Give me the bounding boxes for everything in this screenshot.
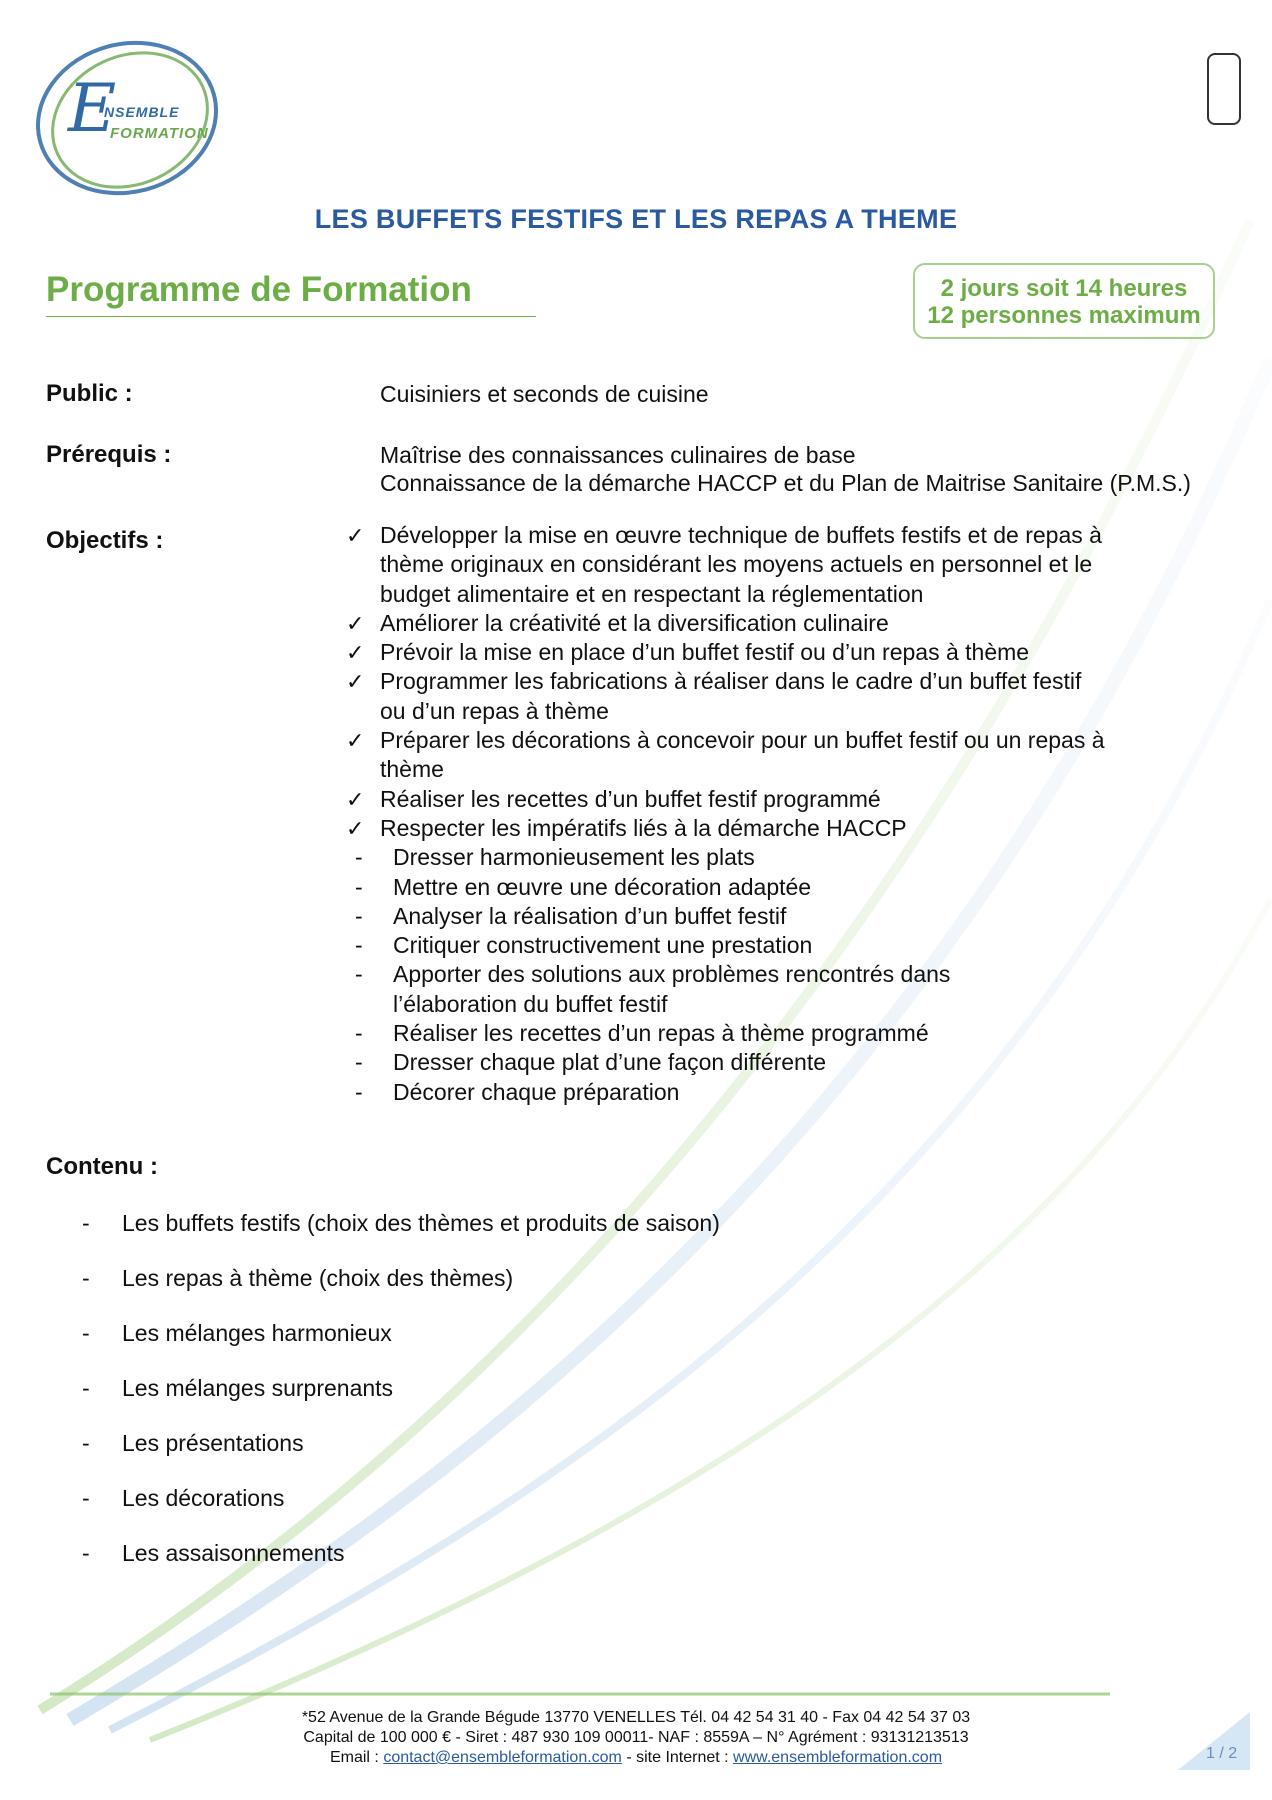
contenu-list: - Les buffets festifs (choix des thèmes e…	[82, 1210, 720, 1595]
sub-item-text: Dresser chaque plat d’une façon différen…	[393, 1049, 827, 1076]
sub-item: - Apporter des solutions aux problèmes r…	[340, 960, 1140, 1019]
footer-contact: Email : contact@ensembleformation.com - …	[0, 1748, 1272, 1768]
dash-bullet: -	[82, 1485, 90, 1511]
dash-bullet: -	[355, 1078, 363, 1105]
objectif-item: ✓ Réaliser les recettes d’un buffet fest…	[340, 785, 1140, 814]
duration-badge: 2 jours soit 14 heures 12 personnes maxi…	[913, 263, 1215, 339]
objectif-text: Prévoir la mise en place d’un buffet fes…	[380, 639, 1030, 666]
contenu-item: - Les buffets festifs (choix des thèmes e…	[82, 1210, 720, 1265]
check-icon: ✓	[346, 815, 365, 841]
website-link[interactable]: www.ensembleformation.com	[733, 1749, 943, 1766]
public-label: Public :	[46, 380, 133, 407]
objectif-text: Réaliser les recettes d’un buffet festif…	[380, 785, 881, 812]
dash-bullet: -	[355, 1020, 363, 1047]
sub-item-text: Réaliser les recettes d’un repas à thème…	[393, 1020, 929, 1047]
footer-email-label: Email :	[329, 1749, 384, 1766]
contenu-item: - Les mélanges surprenants	[82, 1375, 720, 1430]
sub-item: - Mettre en œuvre une décoration adaptée	[340, 873, 1140, 902]
public-value: Cuisiniers et seconds de cuisine	[380, 381, 709, 407]
dash-bullet: -	[355, 1049, 363, 1076]
contenu-item: - Les décorations	[82, 1485, 720, 1540]
objectif-text: Améliorer la créativité et la diversific…	[380, 609, 889, 636]
page-number: 1 / 2	[1206, 1745, 1238, 1762]
dash-bullet: -	[355, 844, 363, 871]
footer-address: *52 Avenue de la Grande Bégude 13770 VEN…	[301, 1709, 971, 1726]
footer-legal: Capital de 100 000 € - Siret : 487 930 1…	[303, 1729, 969, 1746]
dash-bullet: -	[82, 1540, 90, 1566]
dash-bullet: -	[355, 873, 363, 900]
logo-text-formation: FORMATION	[110, 125, 209, 142]
contenu-item-text: Les assaisonnements	[122, 1540, 345, 1566]
contenu-item: - Les présentations	[82, 1430, 720, 1485]
sub-item: - Dresser chaque plat d’une façon différ…	[340, 1048, 1140, 1077]
dash-bullet: -	[355, 961, 363, 988]
sub-item-text: Mettre en œuvre une décoration adaptée	[393, 873, 812, 900]
contenu-item-text: Les décorations	[122, 1485, 285, 1511]
sub-item-text: Dresser harmonieusement les plats	[393, 844, 755, 871]
prerequis-values: Maîtrise des connaissances culinaires de…	[380, 441, 1191, 497]
check-icon: ✓	[346, 669, 365, 695]
sub-item: - Analyser la réalisation d’un buffet fe…	[340, 902, 1140, 931]
sub-item-text: Critiquer constructivement une prestatio…	[393, 932, 813, 959]
objectif-text: Programmer les fabrications à réaliser d…	[380, 668, 1082, 724]
contenu-item: - Les repas à thème (choix des thèmes)	[82, 1265, 720, 1320]
contenu-item-text: Les mélanges harmonieux	[122, 1320, 392, 1346]
objectifs-list: ✓ Développer la mise en œuvre technique …	[340, 521, 1140, 1107]
sub-item: - Dresser harmonieusement les plats	[340, 843, 1140, 872]
footer: *52 Avenue de la Grande Bégude 13770 VEN…	[0, 1708, 1272, 1768]
contenu-item: - Les mélanges harmonieux	[82, 1320, 720, 1375]
dash-bullet: -	[355, 932, 363, 959]
prerequis-line: Connaissance de la démarche HACCP et du …	[380, 470, 1191, 496]
contenu-item-text: Les mélanges surprenants	[122, 1375, 394, 1401]
sub-item-text: Apporter des solutions aux problèmes ren…	[393, 961, 951, 1017]
check-icon: ✓	[346, 640, 365, 666]
objectif-item: ✓ Respecter les impératifs liés à la dém…	[340, 814, 1140, 1107]
check-icon: ✓	[346, 610, 365, 636]
contenu-item: - Les assaisonnements	[82, 1540, 720, 1595]
sub-item-text: Décorer chaque préparation	[393, 1078, 680, 1105]
sub-item: - Réaliser les recettes d’un repas à thè…	[340, 1019, 1140, 1048]
logo-initial: E	[68, 70, 117, 147]
objectif-sub-list: - Dresser harmonieusement les plats - Me…	[340, 843, 1140, 1107]
check-icon: ✓	[346, 728, 365, 754]
objectif-item: ✓ Prévoir la mise en place d’un buffet f…	[340, 638, 1140, 667]
objectif-item: ✓ Préparer les décorations à concevoir p…	[340, 726, 1140, 785]
contenu-item-text: Les présentations	[122, 1430, 304, 1456]
objectif-text: Développer la mise en œuvre technique de…	[380, 522, 1102, 607]
prerequis-label: Prérequis :	[46, 441, 172, 468]
check-icon: ✓	[346, 523, 365, 548]
objectif-item: ✓ Programmer les fabrications à réaliser…	[340, 667, 1140, 726]
dash-bullet: -	[82, 1320, 90, 1346]
sub-item: - Critiquer constructivement une prestat…	[340, 931, 1140, 960]
contenu-label: Contenu :	[46, 1153, 158, 1180]
dash-bullet: -	[355, 902, 363, 929]
objectif-text: Respecter les impératifs liés à la démar…	[380, 814, 907, 841]
contenu-item-text: Les buffets festifs (choix des thèmes et…	[122, 1210, 720, 1236]
objectif-item: ✓ Développer la mise en œuvre technique …	[340, 521, 1160, 609]
dash-bullet: -	[82, 1375, 90, 1401]
check-icon: ✓	[346, 786, 365, 812]
page-corner-frame	[1207, 53, 1241, 125]
prerequis-line: Maîtrise des connaissances culinaires de…	[380, 442, 856, 468]
programme-title-underline	[46, 316, 536, 317]
capacity-text: 12 personnes maximum	[927, 302, 1201, 329]
duration-text: 2 jours soit 14 heures	[940, 275, 1188, 302]
footer-site-label: - site Internet :	[621, 1749, 734, 1766]
logo-text-ensemble: NSEMBLE	[104, 104, 180, 120]
dash-bullet: -	[82, 1210, 90, 1236]
contenu-item-text: Les repas à thème (choix des thèmes)	[122, 1265, 514, 1291]
logo-swirl-icon	[35, 40, 219, 196]
programme-title: Programme de Formation	[46, 270, 472, 309]
objectifs-label: Objectifs :	[46, 527, 164, 554]
email-link[interactable]: contact@ensembleformation.com	[383, 1749, 622, 1766]
logo: E NSEMBLE FORMATION	[22, 28, 232, 208]
dash-bullet: -	[82, 1265, 90, 1291]
sub-item-text: Analyser la réalisation d’un buffet fest…	[393, 902, 787, 929]
objectif-text: Préparer les décorations à concevoir pou…	[380, 727, 1105, 783]
objectif-item: ✓ Améliorer la créativité et la diversif…	[340, 609, 1140, 638]
sub-item: - Décorer chaque préparation	[340, 1078, 1140, 1107]
dash-bullet: -	[82, 1430, 90, 1456]
document-title: LES BUFFETS FESTIFS ET LES REPAS A THEME	[314, 204, 958, 234]
